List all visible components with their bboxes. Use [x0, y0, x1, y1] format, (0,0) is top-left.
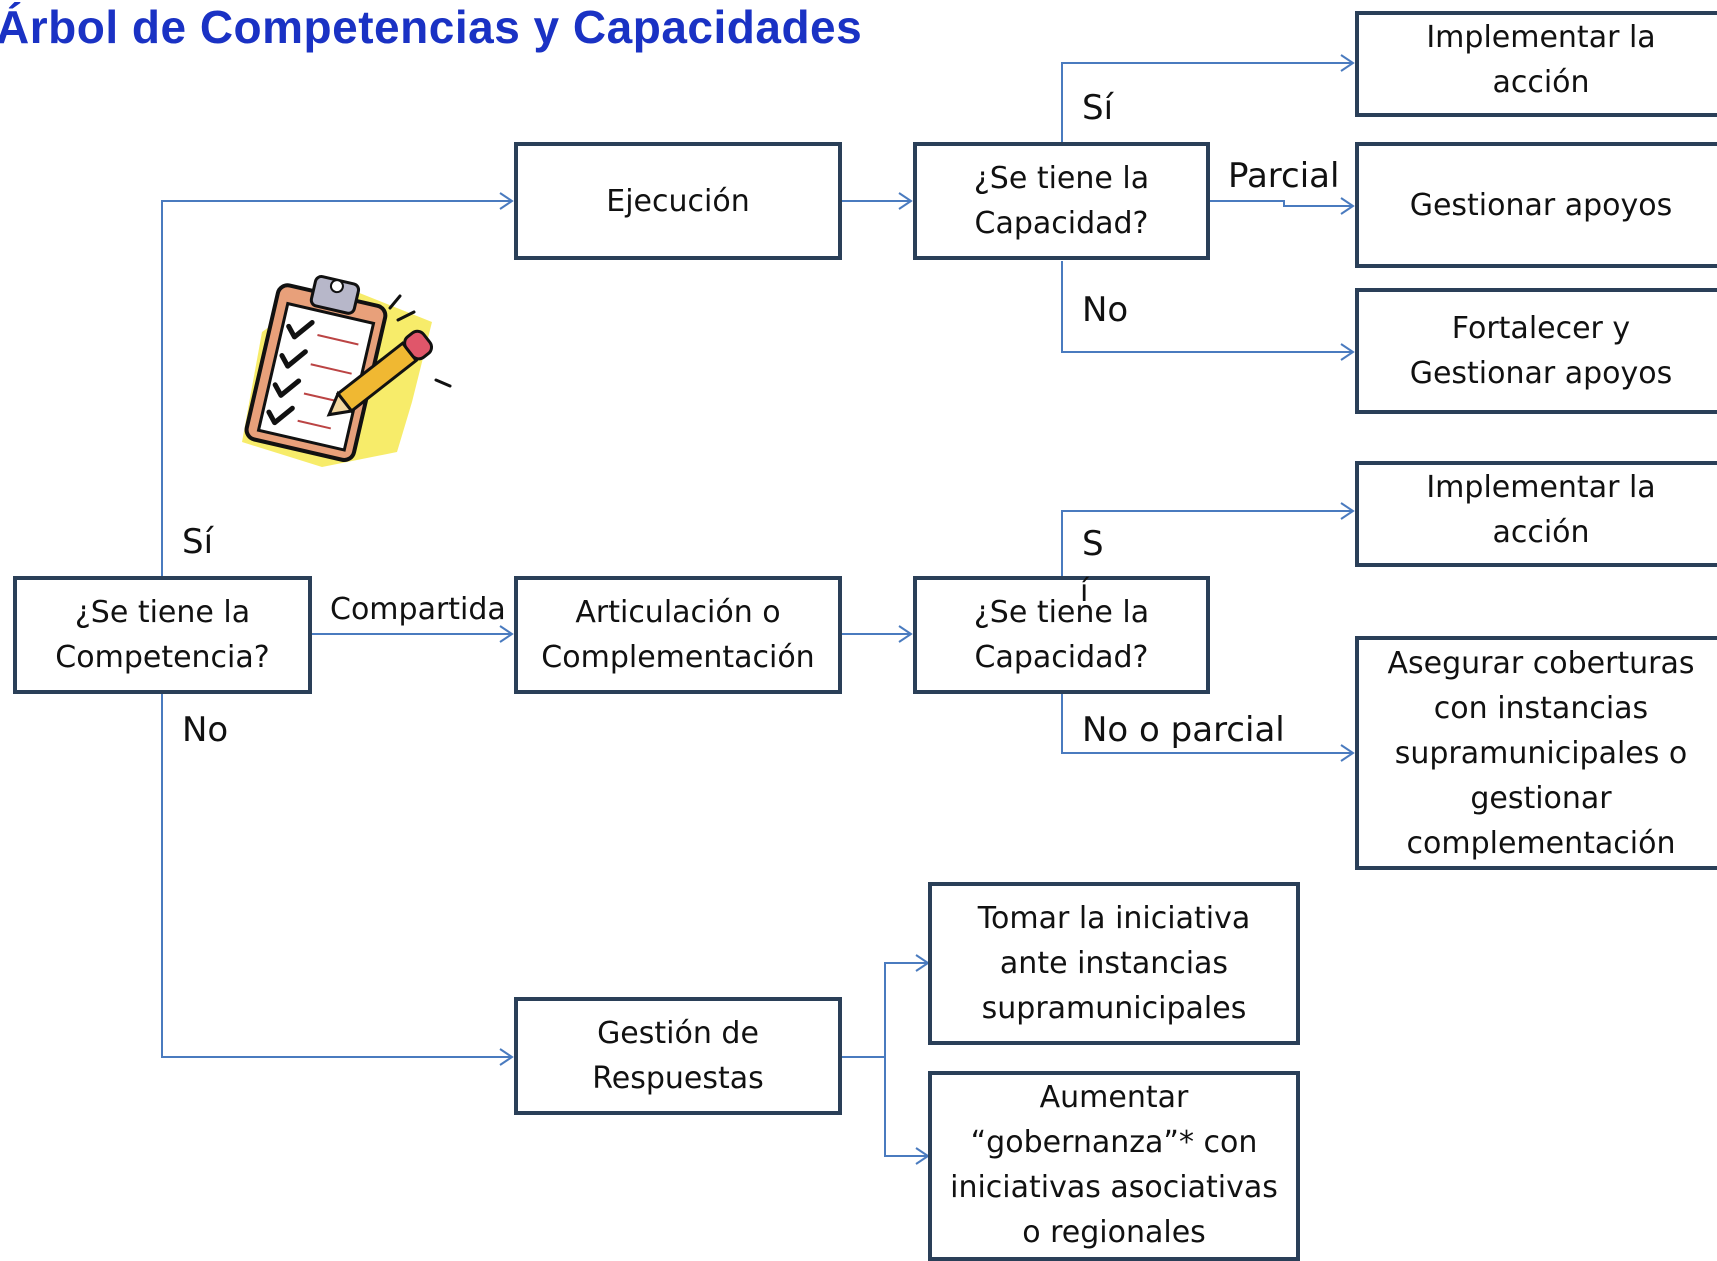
node-ejecucion: Ejecución [514, 142, 842, 260]
node-asegurar: Asegurar coberturas con instancias supra… [1355, 636, 1717, 870]
connector-capacidad2-implementar [1061, 510, 1353, 576]
node-ejecucion-label: Ejecución [606, 183, 750, 219]
node-gestionar-apoyos: Gestionar apoyos [1355, 142, 1717, 268]
node-articulacion-label: Articulación o Complementación [541, 595, 815, 675]
edge-label-si-cap2-i: í [1080, 574, 1089, 609]
connector-competencia-ejecucion [161, 200, 512, 576]
node-implementar-2: Implementar la acción [1355, 461, 1717, 567]
edge-label-si-cap2-s: S [1082, 524, 1104, 564]
node-gestionar-apoyos-label: Gestionar apoyos [1409, 187, 1673, 223]
connector-competencia-gestion [161, 694, 512, 1058]
connector-capacidad1-implementar [1061, 62, 1353, 142]
node-tomar-iniciativa-label: Tomar la iniciativa ante instancias supr… [977, 901, 1251, 1026]
node-capacidad-2: ¿Se tiene la Capacidad? [913, 576, 1210, 694]
node-aumentar: Aumentar “gobernanza”* con iniciativas a… [928, 1071, 1300, 1261]
edge-label-si-main: Sí [182, 522, 214, 562]
node-implementar-2-label: Implementar la acción [1426, 470, 1656, 550]
node-aumentar-label: Aumentar “gobernanza”* con iniciativas a… [950, 1080, 1278, 1250]
connector-gestion-branches [842, 962, 928, 1157]
node-competencia-label: ¿Se tiene la Competencia? [55, 595, 270, 675]
edge-label-no-o-parcial: No o parcial [1082, 710, 1285, 750]
edge-label-parcial: Parcial [1228, 156, 1340, 196]
node-implementar-1-label: Implementar la acción [1426, 20, 1656, 100]
node-capacidad-2-label: ¿Se tiene la Capacidad? [973, 595, 1150, 675]
edge-label-no-cap1: No [1082, 290, 1129, 330]
edge-label-no-main: No [182, 710, 229, 750]
node-capacidad-1: ¿Se tiene la Capacidad? [913, 142, 1210, 260]
edge-label-compartida: Compartida [330, 592, 506, 627]
edge-label-si-cap1: Sí [1082, 88, 1114, 128]
arrowheads [499, 54, 1355, 1165]
connector-capacidad1-gestionar [1210, 200, 1353, 207]
node-fortalecer-label: Fortalecer y Gestionar apoyos [1409, 311, 1673, 391]
connector-capacidad2-asegurar [1061, 694, 1353, 754]
page-title: Árbol de Competencias y Capacidades [0, 1, 863, 53]
node-fortalecer: Fortalecer y Gestionar apoyos [1355, 288, 1717, 414]
node-capacidad-1-label: ¿Se tiene la Capacidad? [973, 161, 1150, 241]
node-competencia: ¿Se tiene la Competencia? [13, 576, 312, 694]
node-implementar-1: Implementar la acción [1355, 11, 1717, 117]
clipboard-checklist-icon [242, 275, 452, 467]
connector-capacidad1-fortalecer [1061, 261, 1353, 353]
node-articulacion: Articulación o Complementación [514, 576, 842, 694]
node-gestion-respuestas-label: Gestión de Respuestas [592, 1016, 764, 1096]
node-asegurar-label: Asegurar coberturas con instancias supra… [1387, 645, 1695, 861]
node-tomar-iniciativa: Tomar la iniciativa ante instancias supr… [928, 882, 1300, 1045]
node-gestion-respuestas: Gestión de Respuestas [514, 997, 842, 1115]
